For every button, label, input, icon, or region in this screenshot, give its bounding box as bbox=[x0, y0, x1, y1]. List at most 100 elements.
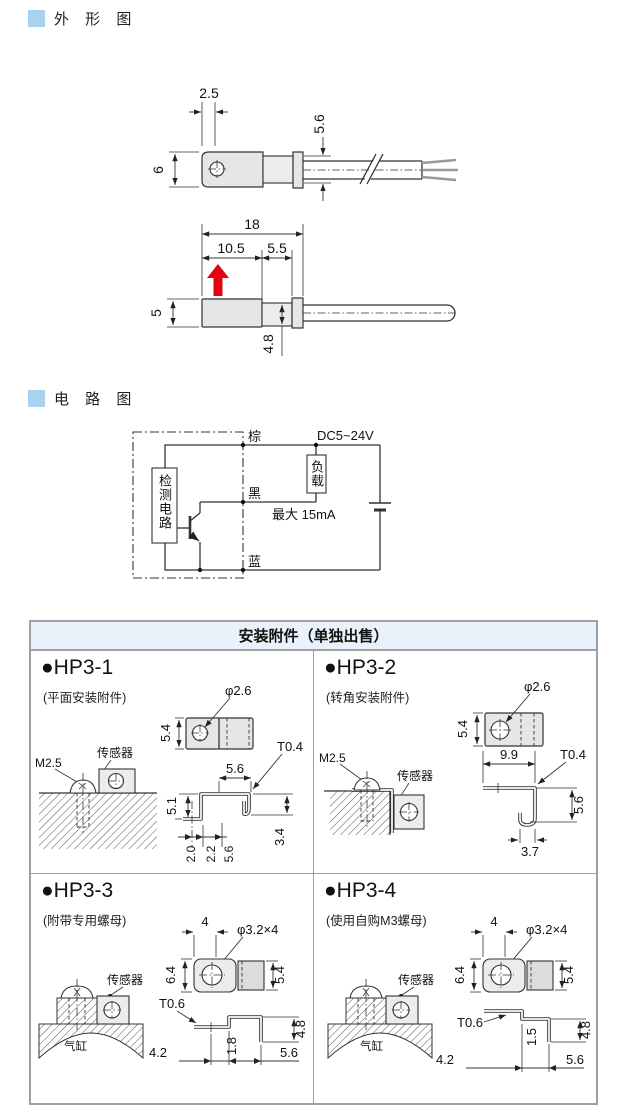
outline-section-title: 外 形 图 bbox=[54, 11, 138, 28]
dim-18-10-5-5-5: 18 10.5 5.5 bbox=[201, 216, 304, 300]
wire-blue-label: 蓝 bbox=[248, 554, 261, 569]
panel-hp3-3: ●HP3-3 (附带专用螺母) 4 φ3.2×4 bbox=[31, 874, 314, 1103]
installation-example: 气缸 bbox=[327, 979, 433, 1060]
junction-dots bbox=[197, 442, 319, 573]
sensor-label: 传感器 bbox=[97, 745, 133, 760]
sensor-body-side bbox=[201, 151, 304, 189]
dim-top-w: 5.6 bbox=[218, 761, 252, 792]
dim-2-5: 2.5 bbox=[189, 85, 228, 146]
dim-label: 10.5 bbox=[217, 240, 244, 256]
accessories-table: 安装附件（单独出售） ●HP3-1 (平面安装附件) φ2.6 bbox=[29, 620, 598, 1105]
transistor-icon bbox=[177, 512, 201, 570]
dim-label: 5 bbox=[148, 309, 164, 317]
svg-text:5.6: 5.6 bbox=[280, 1045, 298, 1060]
dim-left-h: 6.4 bbox=[452, 958, 481, 993]
panel-hp3-1: ●HP3-1 (平面安装附件) φ2.6 5. bbox=[31, 651, 314, 874]
sensing-position-arrow bbox=[207, 264, 229, 296]
section-marker-icon bbox=[28, 390, 45, 407]
dim-plate-h: 5.4 bbox=[455, 712, 483, 747]
subtitle-hp3-1: (平面安装附件) bbox=[43, 691, 127, 705]
svg-text:5.4: 5.4 bbox=[158, 724, 173, 742]
bracket-plate-top bbox=[185, 717, 254, 750]
thickness-label: T0.6 bbox=[457, 1015, 483, 1030]
wire-brown-label: 棕 bbox=[248, 429, 261, 444]
dim-bottom-w: 3.7 bbox=[508, 829, 547, 859]
bracket-plate-top bbox=[193, 958, 265, 993]
cylinder-label: 气缸 bbox=[64, 1039, 87, 1053]
dim-6: 6 bbox=[150, 151, 199, 188]
sensor-label: 传感器 bbox=[107, 972, 143, 987]
detector-label: 检测电路 bbox=[157, 474, 172, 530]
accessories-grid: ●HP3-1 (平面安装附件) φ2.6 5. bbox=[31, 651, 596, 1103]
outline-top-view-drawing: 18 10.5 5.5 5 4.8 bbox=[148, 216, 456, 356]
supply-label: DC5~24V bbox=[317, 428, 374, 443]
battery-icon bbox=[369, 502, 391, 512]
cable-side bbox=[303, 153, 458, 185]
svg-text:4.2: 4.2 bbox=[149, 1045, 167, 1060]
svg-text:3.7: 3.7 bbox=[521, 844, 539, 859]
svg-text:3.4: 3.4 bbox=[272, 828, 287, 846]
dim-tab-w: 4 bbox=[182, 914, 228, 957]
model-hp3-1: ●HP3-1 bbox=[41, 656, 114, 679]
svg-text:5.1: 5.1 bbox=[164, 797, 179, 815]
svg-text:5.4: 5.4 bbox=[455, 720, 470, 738]
thickness-label: T0.4 bbox=[277, 739, 303, 754]
dim-right-h: 5.6 bbox=[530, 787, 586, 823]
hp3-4-drawing: 4 φ3.2×4 6.4 bbox=[327, 914, 593, 1072]
model-hp3-3: ●HP3-3 bbox=[41, 879, 114, 902]
sensor-label: 传感器 bbox=[397, 768, 433, 783]
svg-text:2.0: 2.0 bbox=[184, 845, 198, 862]
panel-hp3-2: ●HP3-2 (转角安装附件) φ2.6 5.4 bbox=[314, 651, 596, 874]
cable-break-gap bbox=[362, 153, 383, 185]
outline-section-header: 外 形 图 bbox=[28, 8, 137, 29]
installation-example bbox=[39, 768, 157, 849]
svg-text:4.8: 4.8 bbox=[578, 1021, 593, 1039]
svg-text:5.6: 5.6 bbox=[222, 845, 236, 862]
svg-text:5.4: 5.4 bbox=[561, 966, 576, 984]
model-hp3-4: ●HP3-4 bbox=[324, 879, 397, 902]
thickness-label: T0.6 bbox=[159, 996, 185, 1011]
dim-label: 18 bbox=[244, 216, 260, 232]
dim-top-w: 9.9 bbox=[482, 747, 536, 783]
circuit-wires bbox=[164, 444, 381, 571]
svg-text:4.8: 4.8 bbox=[293, 1020, 308, 1038]
circuit-section-title: 电 路 图 bbox=[54, 391, 138, 408]
dim-step-label: 1.8 bbox=[224, 1037, 239, 1055]
dim-label: 5.5 bbox=[267, 240, 287, 256]
section-marker-icon bbox=[28, 10, 45, 27]
detector-box bbox=[151, 467, 178, 544]
cylinder-label: 气缸 bbox=[360, 1039, 383, 1053]
svg-text:2.2: 2.2 bbox=[204, 845, 218, 862]
installation-example: 气缸 bbox=[38, 979, 144, 1060]
sensor-boundary-box bbox=[132, 431, 244, 579]
dim-label: 5.6 bbox=[311, 114, 327, 134]
dim-right-h: 4.8 bbox=[263, 1016, 308, 1043]
bracket-profile bbox=[484, 1009, 551, 1042]
dim-left-h: 5.1 bbox=[164, 793, 198, 820]
subtitle-hp3-2: (转角安装附件) bbox=[326, 691, 410, 705]
dim-plate-h: 5.4 bbox=[158, 717, 184, 750]
dim-right-h: 4.8 bbox=[551, 1018, 593, 1043]
dim-5: 5 bbox=[148, 298, 199, 328]
dim-5-6: 5.6 bbox=[304, 114, 331, 201]
hp3-1-drawing: φ2.6 5.4 M2.5 传感器 bbox=[35, 683, 303, 862]
sensor-label: 传感器 bbox=[398, 972, 434, 987]
installation-example bbox=[324, 771, 425, 835]
outline-side-view-drawing: 2.5 5.6 6 bbox=[150, 85, 458, 201]
dim-4-8: 4.8 bbox=[260, 305, 285, 356]
load-box bbox=[306, 454, 327, 494]
svg-text:5.6: 5.6 bbox=[226, 761, 244, 776]
svg-text:4: 4 bbox=[490, 914, 497, 929]
subtitle-hp3-3: (附带专用螺母) bbox=[43, 914, 127, 928]
svg-text:5.6: 5.6 bbox=[566, 1052, 584, 1067]
screw-label: M2.5 bbox=[35, 756, 62, 770]
dim-tab-w: 4 bbox=[471, 914, 517, 957]
svg-text:9.9: 9.9 bbox=[500, 747, 518, 762]
bottom-dims: 4.2 5.6 bbox=[436, 1024, 584, 1072]
dim-label: 4.8 bbox=[260, 334, 276, 354]
load-label: 负载 bbox=[309, 460, 324, 488]
coordinate-dims: 2.0 2.2 5.6 bbox=[178, 801, 236, 862]
hole-dia-label: φ2.6 bbox=[524, 679, 551, 694]
svg-text:6.4: 6.4 bbox=[452, 966, 467, 984]
